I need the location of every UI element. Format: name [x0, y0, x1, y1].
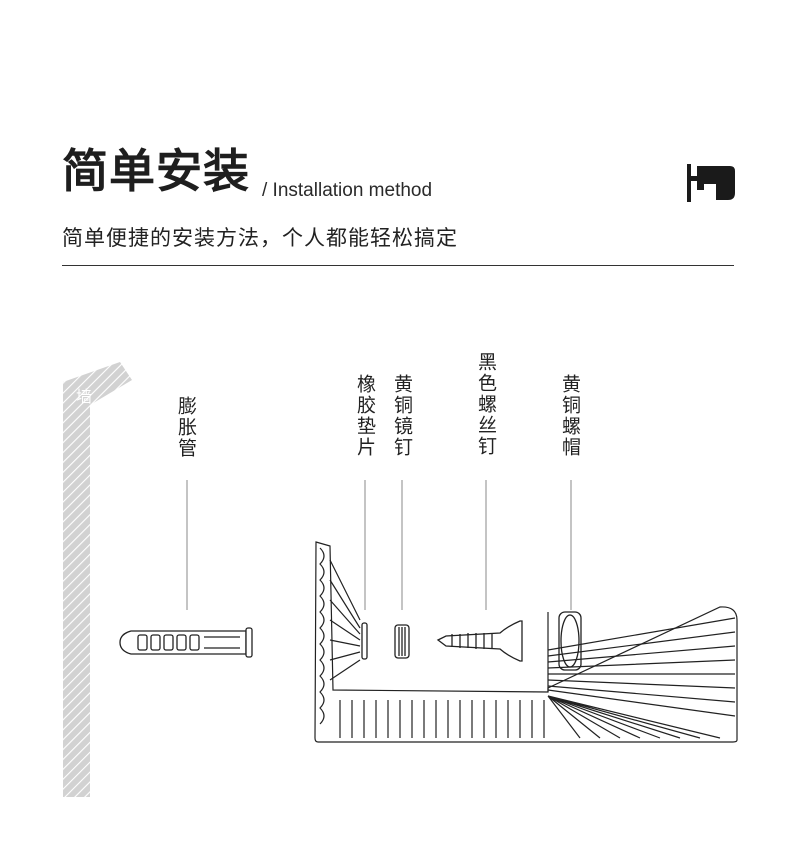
- page-title: 简单安装: [62, 144, 250, 198]
- wall-label: 墙: [73, 388, 92, 404]
- drill-icon: [687, 164, 735, 202]
- rubber-gasket: [361, 622, 368, 660]
- page-subtitle: 简单便捷的安装方法，个人都能轻松搞定: [62, 226, 458, 250]
- mirror-frame-section: [314, 541, 738, 743]
- page-title-english: / Installation method: [262, 180, 433, 201]
- anchor-plug: [119, 627, 253, 658]
- label-brass-cap: 黄铜螺帽: [559, 374, 581, 458]
- wall: [63, 362, 132, 797]
- label-rubber-gasket: 橡胶垫片: [354, 374, 376, 458]
- header-divider: [62, 265, 734, 266]
- black-screw: [436, 620, 523, 662]
- label-leader-lines: [186, 480, 572, 610]
- label-black-screw: 黑色螺丝钉: [475, 352, 497, 457]
- label-anchor: 膨胀管: [175, 396, 197, 459]
- label-brass-nail: 黄铜镜钉: [391, 374, 413, 458]
- brass-mirror-nail: [394, 624, 410, 659]
